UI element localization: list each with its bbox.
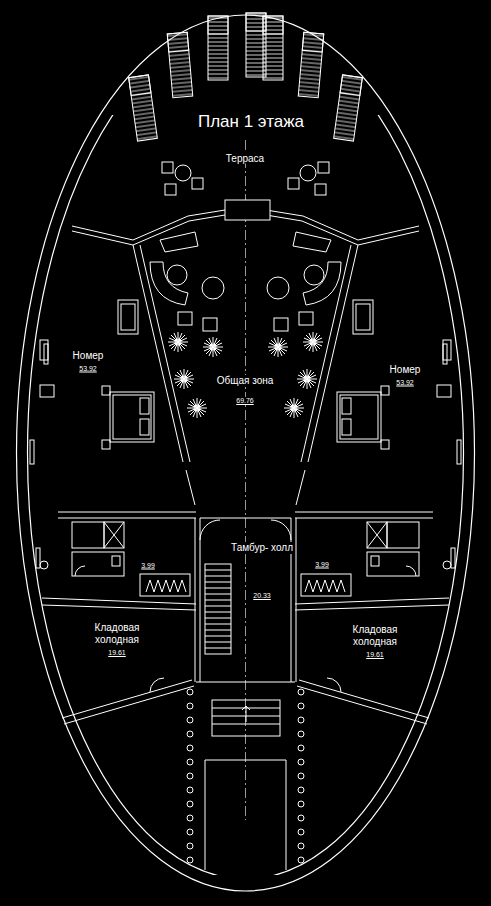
room: Кладовая холодная 19.61 <box>77 622 157 660</box>
room: Номер 53.92 <box>386 364 425 389</box>
column <box>298 787 304 793</box>
room: Тамбур- холл 20.33 <box>227 542 297 602</box>
room-name: Кладовая холодная <box>335 624 415 647</box>
column <box>187 829 193 835</box>
room-area: 19.61 <box>106 649 128 657</box>
room-name: Номер <box>388 364 423 376</box>
column <box>298 759 304 765</box>
column <box>187 759 193 765</box>
column <box>298 815 304 821</box>
room-area: 20.33 <box>251 592 273 600</box>
room-name: Общая зона <box>215 375 276 387</box>
room: Кладовая холодная 19.61 <box>335 624 415 662</box>
column <box>187 815 193 821</box>
column <box>298 843 304 849</box>
column <box>187 689 193 695</box>
column <box>298 689 304 695</box>
column <box>298 773 304 779</box>
column <box>298 731 304 737</box>
column <box>187 857 193 863</box>
column <box>298 745 304 751</box>
room-area: 53.92 <box>77 364 99 372</box>
column <box>187 773 193 779</box>
column <box>187 703 193 709</box>
room-area: 3.99 <box>139 562 157 570</box>
column <box>187 717 193 723</box>
room-area: 3.99 <box>313 561 331 569</box>
room: 3.99 <box>311 561 333 572</box>
column <box>187 801 193 807</box>
column <box>298 801 304 807</box>
room-area: 19.61 <box>364 651 386 659</box>
room: 3.99 <box>137 562 159 573</box>
room-area: 53.92 <box>394 378 416 386</box>
room-name: Тамбур- холл <box>229 542 295 554</box>
column <box>298 717 304 723</box>
area-label: Терраса <box>224 153 266 164</box>
column <box>298 857 304 863</box>
room: Общая зона 69.76 <box>213 375 278 407</box>
column <box>187 843 193 849</box>
room-name: Кладовая холодная <box>77 622 157 645</box>
room: Номер 53.92 <box>69 350 108 375</box>
plan-title: План 1 этажа <box>195 112 307 132</box>
room-area: 69.76 <box>234 397 256 405</box>
column <box>187 731 193 737</box>
room-name: Номер <box>71 350 106 362</box>
column <box>187 745 193 751</box>
column <box>187 787 193 793</box>
column <box>298 829 304 835</box>
column <box>298 703 304 709</box>
